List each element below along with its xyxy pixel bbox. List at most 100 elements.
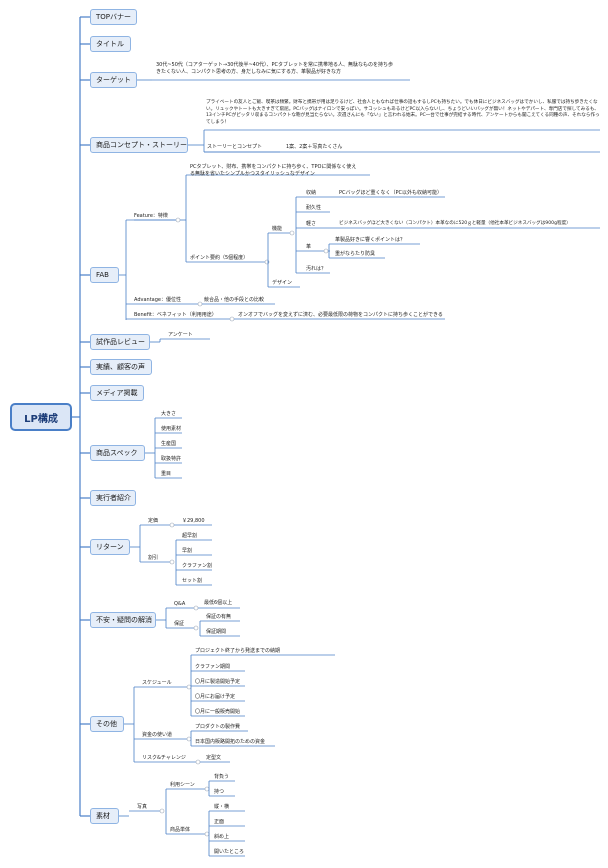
collapse-toggle-icon: [193, 625, 199, 631]
collapse-toggle-icon: [169, 522, 175, 528]
fab-advantage: Advantage：優位性: [134, 297, 181, 303]
branch-media-label: メディア掲載: [96, 389, 138, 397]
fab-design: デザイン: [272, 280, 293, 286]
branch-faq-label: 不安・疑問の解消: [96, 616, 152, 624]
collapse-toggle-icon: [229, 316, 235, 322]
faq-qa-child: 最低6個以上: [204, 600, 233, 606]
fab-leather-q: 革製品好きに響くポイントは？: [335, 237, 406, 243]
branch-concept[interactable]: 商品コンセプト・ストーリー: [90, 137, 188, 153]
return-item-1: 早割: [182, 548, 193, 554]
other-schedule: スケジュール: [142, 680, 172, 686]
branch-fab[interactable]: FAB: [90, 267, 119, 283]
material-single-0: 縦・横: [214, 804, 230, 810]
other-risk: リスク&チャレンジ: [142, 755, 186, 761]
material-usage-1: 持つ: [214, 789, 225, 795]
concept-story: プライベートの友人とご飯、喫茶は頻繁。財布と携帯が用は足りるけど、社会人ともなれ…: [206, 100, 600, 125]
collapse-toggle-icon: [159, 808, 165, 814]
branch-return[interactable]: リターン: [90, 539, 130, 555]
other-funds-1: 日本国内販路開拓のための資金: [195, 739, 266, 745]
branch-results[interactable]: 実績、顧客の声: [90, 359, 152, 375]
other-schedule-0: プロジェクト終了から発送までの納期: [195, 648, 281, 654]
faq-warranty-0: 保証の有無: [206, 614, 232, 620]
collapse-toggle-icon: [186, 736, 192, 742]
collapse-toggle-icon: [197, 301, 203, 307]
fab-advantage-text: 競合品・他の手段との比較: [204, 297, 264, 303]
fab-durable: 耐久性: [306, 205, 322, 211]
fab-storage-text: PCバッグほど重くなく（PC以外も収納可能）: [339, 190, 443, 196]
other-schedule-2: 〇月に製造開始予定: [195, 679, 241, 685]
branch-other-label: その他: [96, 720, 117, 728]
fab-light-text: ビジネスバッグほど大きくない（コンパクト）本革なのに520ｇと軽量（他社本革ビジ…: [339, 221, 571, 226]
return-price-value: ￥29,800: [182, 518, 205, 524]
branch-trial[interactable]: 試作品レビュー: [90, 334, 150, 350]
collapse-toggle-icon: [289, 230, 295, 236]
fab-feature: Feature：特徴: [134, 213, 168, 219]
branch-material-label: 素材: [96, 812, 110, 820]
other-funds-0: プロダクトの製作費: [195, 724, 241, 730]
return-item-2: クラファン割: [182, 563, 213, 569]
other-schedule-3: 〇月にお届け予定: [195, 694, 236, 700]
collapse-toggle-icon: [175, 217, 181, 223]
branch-title-label: タイトル: [96, 40, 124, 48]
concept-sub-right: 1案、2案＋写真たくさん: [286, 144, 343, 150]
return-item-0: 超早割: [182, 533, 198, 539]
spec-item-1: 使用素材: [161, 426, 182, 432]
fab-leather-a: 重がならたり防臭: [335, 251, 376, 257]
collapse-toggle-icon: [193, 605, 199, 611]
branch-material[interactable]: 素材: [90, 808, 119, 824]
branch-target[interactable]: ターゲット: [90, 72, 137, 88]
spec-item-0: 大きさ: [161, 411, 177, 417]
material-usage: 利用シーン: [170, 782, 195, 788]
branch-title[interactable]: タイトル: [90, 36, 131, 52]
branch-other[interactable]: その他: [90, 716, 124, 732]
material-single: 商品単体: [170, 827, 191, 833]
branch-concept-label: 商品コンセプト・ストーリー: [96, 141, 187, 149]
return-price: 定価: [148, 518, 159, 524]
target-text: 30代~50代（コアターゲット→30代後半~40代）、PCタブレットを常に携帯地…: [156, 62, 394, 75]
fab-storage: 収納: [306, 190, 317, 196]
spec-item-2: 生産国: [161, 441, 177, 447]
branch-spec-label: 商品スペック: [96, 449, 138, 457]
fab-function: 機能: [272, 226, 283, 232]
root-label: LP構成: [24, 413, 58, 425]
fab-benefit-text: オンオフでバッグを変えずに済む、必要最低限の荷物をコンパクトに持ち歩くことができ…: [238, 312, 443, 318]
material-usage-0: 背負う: [214, 774, 230, 780]
branch-maker-label: 実行者紹介: [96, 494, 131, 502]
spec-item-4: 重目: [161, 471, 172, 477]
branch-faq[interactable]: 不安・疑問の解消: [90, 612, 156, 628]
branch-trial-label: 試作品レビュー: [96, 338, 145, 346]
fab-dirt: 汚れは？: [306, 266, 327, 272]
branch-target-label: ターゲット: [96, 76, 131, 84]
collapse-toggle-icon: [204, 786, 210, 792]
root-node[interactable]: LP構成: [10, 403, 72, 431]
branch-results-label: 実績、顧客の声: [96, 363, 145, 371]
fab-benefit: Benefit：ベネフィット（利用用途）: [134, 312, 217, 318]
branch-fab-label: FAB: [96, 271, 109, 279]
collapse-toggle-icon: [169, 559, 175, 565]
faq-warranty: 保証: [174, 621, 185, 627]
branch-spec[interactable]: 商品スペック: [90, 445, 145, 461]
concept-sub-left: ストーリーとコンセプト: [207, 144, 263, 150]
spec-item-3: 取扱特許: [161, 456, 182, 462]
collapse-toggle-icon: [204, 831, 210, 837]
branch-maker[interactable]: 実行者紹介: [90, 490, 136, 506]
collapse-toggle-icon: [186, 684, 192, 690]
other-schedule-4: 〇月に一般販売開始: [195, 709, 241, 715]
material-photo: 写真: [137, 804, 148, 810]
return-item-3: セット割: [182, 578, 203, 584]
fab-leather: 革: [306, 244, 312, 250]
fab-feature-text: PCタブレット、財布、携帯をコンパクトに持ち歩く、TPOに関係なく使える無駄を省…: [190, 164, 357, 177]
fab-points: ポイント要約（5個程度）: [190, 255, 249, 261]
branch-return-label: リターン: [96, 543, 124, 551]
branch-top-banner[interactable]: TOPバナー: [90, 9, 137, 25]
collapse-toggle-icon: [195, 759, 201, 765]
branch-media[interactable]: メディア掲載: [90, 385, 144, 401]
fab-light: 軽さ: [306, 221, 317, 227]
material-single-3: 開いたところ: [214, 849, 245, 855]
material-single-1: 正面: [214, 819, 225, 825]
branch-top-banner-label: TOPバナー: [96, 13, 132, 21]
material-single-2: 斜め上: [214, 834, 230, 840]
return-discount: 割引: [148, 555, 159, 561]
other-risk-child: 定型文: [206, 755, 222, 761]
faq-warranty-1: 保証期間: [206, 629, 227, 635]
